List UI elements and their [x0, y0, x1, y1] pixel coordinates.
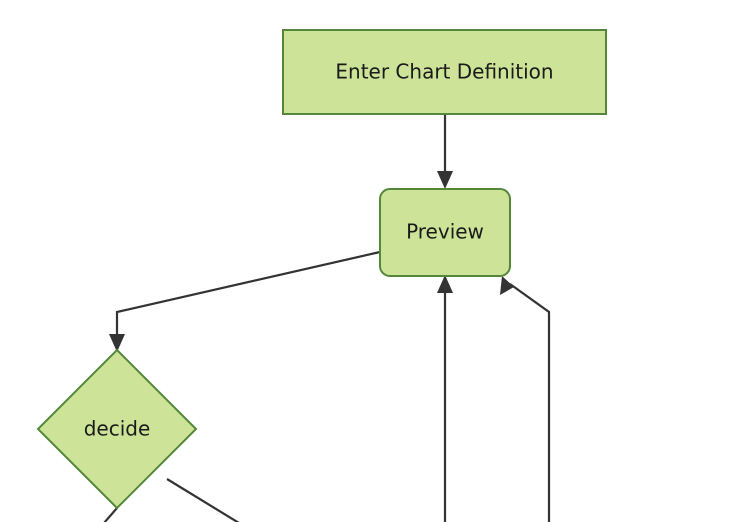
edge-enter-to-preview: [437, 114, 453, 189]
edge-bottom-right-to-preview: [500, 276, 551, 522]
node-preview[interactable]: Preview: [379, 188, 511, 277]
edge-decide-down-left: [103, 507, 118, 522]
node-rect[interactable]: [379, 188, 511, 277]
arrowhead-down-icon: [109, 334, 125, 352]
edge-preview-to-decide: [109, 250, 381, 352]
edge-layer: [103, 114, 551, 522]
edge-line: [103, 507, 118, 522]
node-label: decide: [84, 417, 151, 441]
node-enter-chart-definition[interactable]: Enter Chart Definition: [282, 29, 607, 115]
node-label: Preview: [406, 220, 484, 244]
node-diamond[interactable]: [36, 348, 198, 510]
node-rect[interactable]: [282, 29, 607, 115]
edge-bottom-center-to-preview: [437, 275, 453, 522]
arrowhead-up-left-icon: [500, 276, 514, 295]
node-layer: Enter Chart Definition Preview decide: [36, 29, 607, 510]
edge-line: [166, 478, 240, 522]
edge-line: [115, 250, 381, 343]
arrowhead-down-icon: [437, 171, 453, 189]
node-label: Enter Chart Definition: [335, 60, 553, 84]
edge-line: [509, 283, 551, 522]
arrowhead-up-icon: [437, 275, 453, 293]
node-decide[interactable]: decide: [36, 348, 198, 510]
edge-decide-down-right: [166, 478, 240, 522]
